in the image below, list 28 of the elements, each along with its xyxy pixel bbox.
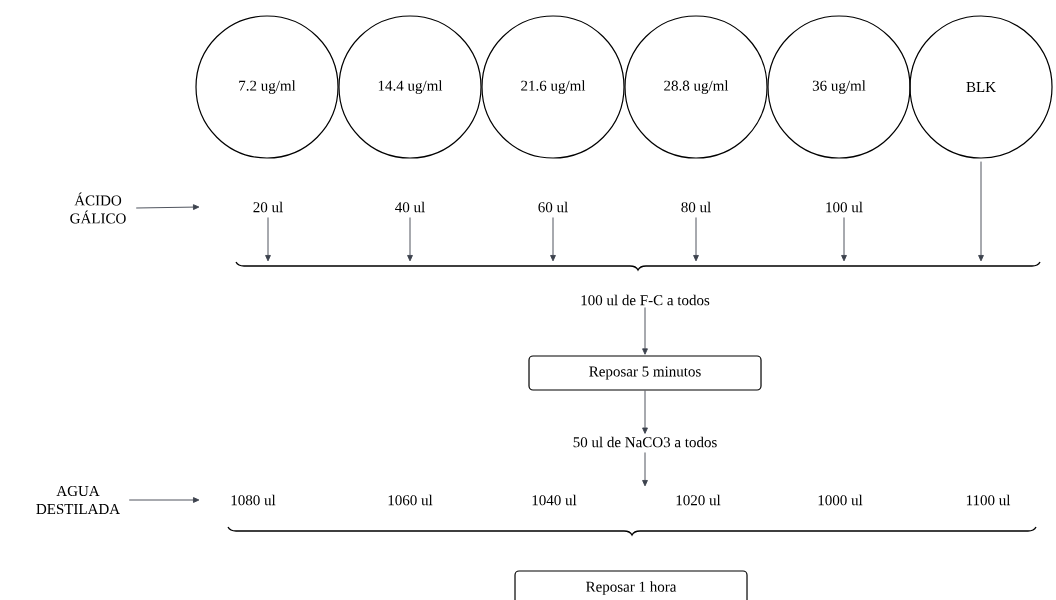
arrow	[642, 307, 648, 355]
arrow	[693, 217, 699, 262]
arrow	[550, 217, 556, 262]
step-label: 1060 ul	[388, 494, 433, 506]
step-label: 20 ul	[253, 201, 283, 213]
arrow	[265, 217, 271, 262]
arrow	[642, 390, 648, 434]
step-label: 1000 ul	[818, 494, 863, 506]
step-label: 100 ul	[826, 201, 863, 213]
step-label: 40 ul	[395, 201, 425, 213]
step-label: 100 ul de F-C a todos	[581, 294, 710, 306]
arrow	[978, 161, 984, 262]
step-label: 1100 ul	[966, 494, 1011, 506]
step-label: 50 ul de NaCO3 a todos	[573, 436, 717, 448]
arrow	[841, 217, 847, 262]
step-label: AGUA DESTILADA	[36, 485, 120, 515]
arrow	[642, 452, 648, 487]
process-box: Reposar 1 hora	[514, 570, 748, 600]
arrow	[407, 217, 413, 262]
arrow	[128, 497, 200, 503]
process-box: Reposar 5 minutos	[528, 355, 762, 391]
step-label: 1080 ul	[231, 494, 276, 506]
step-label: 1040 ul	[532, 494, 577, 506]
step-label: ÁCIDO GÁLICO	[70, 192, 126, 224]
step-label: 60 ul	[538, 201, 568, 213]
step-label: 1020 ul	[676, 494, 721, 506]
step-label: 80 ul	[681, 201, 711, 213]
arrow	[135, 204, 200, 210]
